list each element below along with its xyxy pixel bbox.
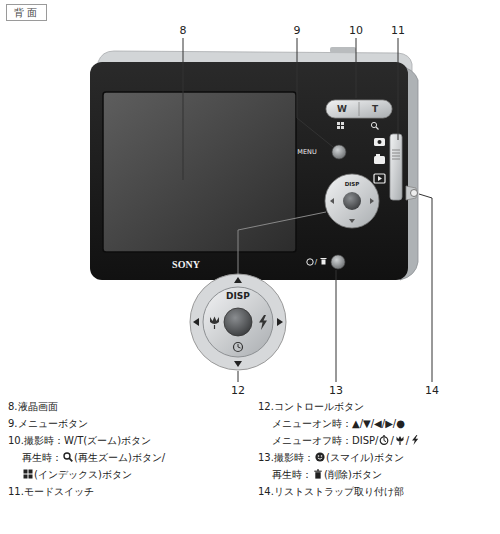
- key-line: 10.撮影時：W/T(ズーム)ボタン: [8, 434, 151, 448]
- menu-button: [332, 145, 346, 159]
- callout-number: 14: [425, 385, 439, 396]
- button-label: MENU: [297, 149, 316, 156]
- trash-icon: [313, 469, 323, 479]
- key-text: (再生ズーム)ボタン/: [74, 452, 165, 463]
- callout-number: 10: [349, 25, 363, 36]
- key-text: 14.リストストラップ取り付け部: [258, 486, 404, 497]
- key-line: 11.モードスイッチ: [8, 485, 94, 499]
- key-text: /: [390, 435, 393, 446]
- callout-number: 11: [391, 25, 405, 36]
- key-text: 10.撮影時：W/T(ズーム)ボタン: [8, 435, 151, 446]
- key-line: メニューオン時：▲/▼/◀/▶/●: [272, 417, 405, 431]
- callout-number: 12: [231, 385, 245, 396]
- key-text: 9.メニューボタン: [8, 418, 88, 429]
- button-label: DISP: [345, 182, 360, 188]
- key-text: /: [406, 435, 409, 446]
- key-line: 再生時： (再生ズーム)ボタン/: [22, 451, 165, 465]
- zoom-label: W: [337, 105, 347, 114]
- key-line: (インデックス)ボタン: [22, 468, 132, 482]
- button-label: DISP: [226, 292, 250, 301]
- key-line: 13.撮影時： (スマイル)ボタン: [258, 451, 404, 465]
- key-text: 13.撮影時：: [258, 452, 314, 463]
- callout-number: 9: [294, 25, 301, 36]
- zoom-label: T: [372, 105, 378, 114]
- strap-lug: [406, 186, 418, 200]
- key-line: 14.リストストラップ取り付け部: [258, 485, 404, 499]
- key-line: 12.コントロールボタン: [258, 400, 364, 414]
- smile-delete-button: [307, 255, 345, 269]
- zoom-lever: [326, 100, 392, 130]
- key-text: 再生時：: [272, 469, 312, 480]
- key-text: 12.コントロールボタン: [258, 401, 364, 412]
- callout-number: 8: [180, 25, 187, 36]
- key-line: メニューオフ時：DISP/ / /: [272, 434, 421, 448]
- tab-label: 背 面: [14, 6, 37, 19]
- key-line: 再生時： (削除)ボタン: [272, 468, 382, 482]
- key-line: 9.メニューボタン: [8, 417, 88, 431]
- key-text: 8.液晶画面: [8, 401, 58, 412]
- control-dial: [325, 174, 379, 228]
- smile-icon: [315, 452, 325, 462]
- key-text: (スマイル)ボタン: [326, 452, 404, 463]
- zoom-icon: [63, 452, 73, 462]
- inset-control-dial: [190, 212, 326, 370]
- macro-icon: [395, 435, 405, 445]
- callout-number: 13: [329, 385, 343, 396]
- key-text: (インデックス)ボタン: [34, 469, 132, 480]
- timer-icon: [379, 435, 389, 445]
- key-text: 11.モードスイッチ: [8, 486, 94, 497]
- brand-logo: SONY: [172, 260, 200, 270]
- leader-lines: [183, 38, 432, 382]
- key-text: メニューオン時：▲/▼/◀/▶/●: [272, 418, 405, 429]
- index-icon: [23, 469, 33, 479]
- key-text: 再生時：: [22, 452, 62, 463]
- camera-body: [90, 47, 418, 280]
- key-text: メニューオフ時：DISP/: [272, 435, 378, 446]
- flash-icon: [410, 435, 420, 445]
- view-tab: 背 面: [6, 4, 47, 21]
- key-line: 8.液晶画面: [8, 400, 58, 414]
- button-label: /: [315, 259, 317, 266]
- mode-switch: [374, 134, 402, 200]
- key-text: (削除)ボタン: [324, 469, 382, 480]
